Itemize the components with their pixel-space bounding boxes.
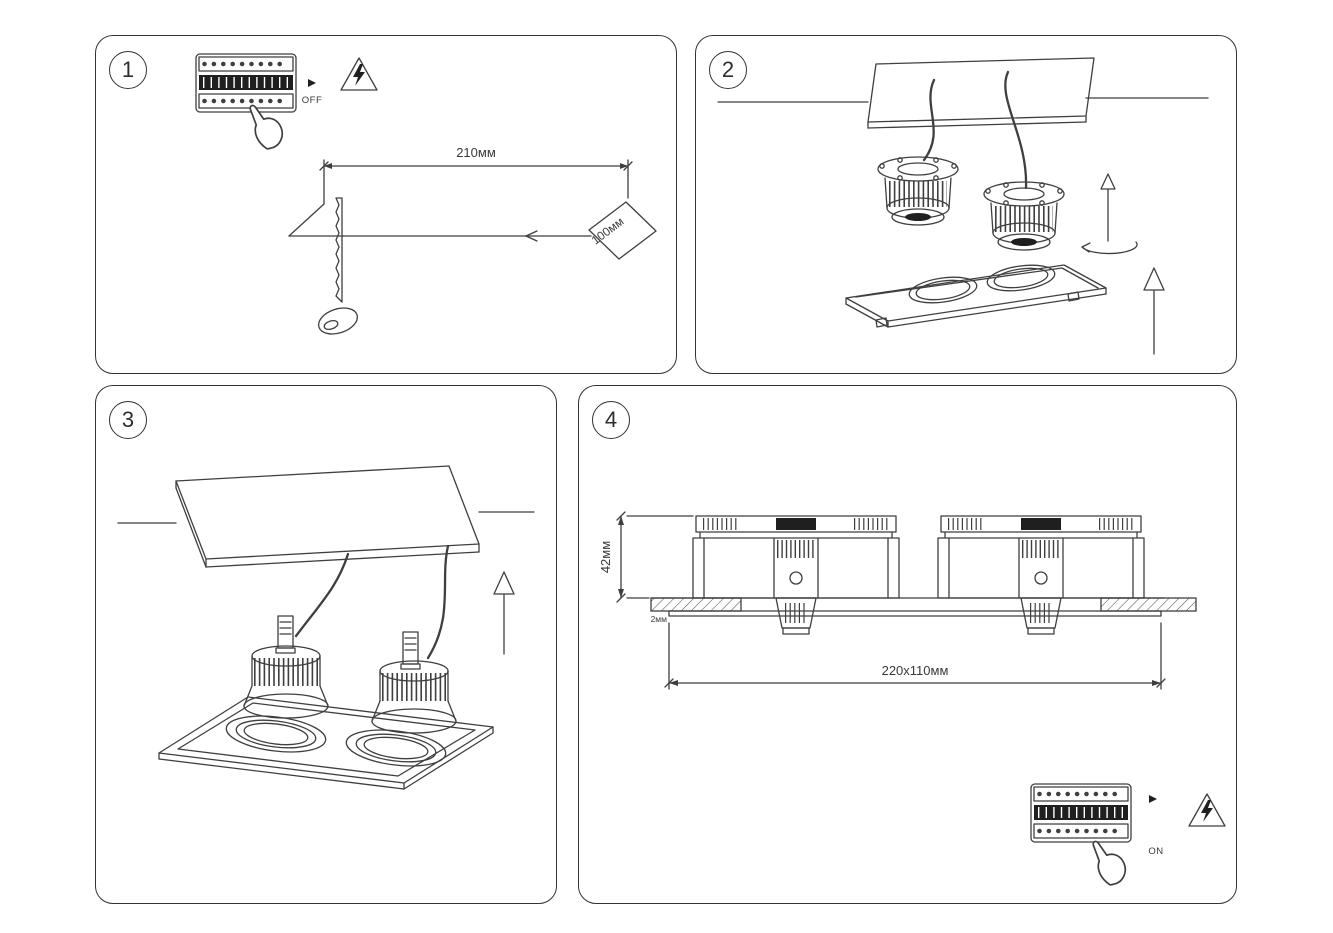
step-4-panel: 4 xyxy=(578,385,1237,904)
lamp-module-icon xyxy=(243,645,329,719)
step-number: 3 xyxy=(121,407,135,432)
ceiling-cross-section xyxy=(650,597,1197,617)
ceiling-cutout-diagram: 100мм xyxy=(288,201,657,260)
breaker-state-label: OFF xyxy=(302,95,323,106)
power-wires xyxy=(294,544,450,660)
step-3-panel: 3 xyxy=(95,385,557,904)
switch-direction-arrow-icon xyxy=(1149,795,1157,803)
lamp-module-icon xyxy=(983,181,1065,251)
step-1-panel: 1 OFF xyxy=(95,35,677,374)
rotate-arrow-icon xyxy=(1081,173,1138,255)
step-number-badge: 4 xyxy=(592,401,630,439)
step-1-illustration: OFF 210мм 100мм xyxy=(195,53,657,335)
cut-width-dimension: 210мм xyxy=(319,145,633,205)
cut-depth-label: 100мм xyxy=(589,214,627,247)
switch-direction-arrow-icon xyxy=(308,79,316,87)
breaker-state-label: ON xyxy=(1148,846,1163,857)
spring-clip-icon xyxy=(275,615,296,654)
cut-width-label: 210мм xyxy=(456,145,496,160)
step-number: 4 xyxy=(604,407,618,432)
pointing-hand-icon xyxy=(249,104,284,150)
step-4-illustration: 42мм 2мм 220x110мм ON xyxy=(598,386,1226,886)
step-2-panel: 2 xyxy=(695,35,1237,374)
step-number-badge: 2 xyxy=(709,51,747,89)
double-frame-tray-icon xyxy=(158,696,494,790)
up-arrow-icon xyxy=(1143,267,1165,355)
circuit-breaker-icon xyxy=(195,53,297,113)
power-wires xyxy=(922,70,1028,190)
ceiling-panel xyxy=(117,465,535,568)
step-number: 1 xyxy=(121,57,135,82)
recess-height-dimension: 42мм xyxy=(598,511,694,603)
step-3-illustration xyxy=(117,465,535,790)
flange-thickness-label: 2мм xyxy=(651,614,668,624)
mounting-frame-icon xyxy=(845,264,1107,328)
step-number-badge: 1 xyxy=(109,51,147,89)
step-number-badge: 3 xyxy=(109,401,147,439)
pointing-hand-icon xyxy=(1092,840,1127,886)
spring-clip-icon xyxy=(400,631,421,670)
step-2-illustration xyxy=(717,57,1209,355)
step-number: 2 xyxy=(721,57,735,82)
high-voltage-warning-icon xyxy=(340,57,378,91)
lamp-module-icon xyxy=(877,156,959,226)
recess-height-label: 42мм xyxy=(598,541,613,573)
keyhole-saw-icon xyxy=(317,197,359,335)
cutout-size-label: 220x110мм xyxy=(882,663,949,678)
high-voltage-warning-icon xyxy=(1188,793,1226,827)
up-arrow-icon xyxy=(493,571,515,655)
circuit-breaker-icon xyxy=(1030,783,1132,843)
cutout-size-dimension: 220x110мм xyxy=(664,622,1166,690)
trim-flange xyxy=(668,610,1162,617)
ceiling-panel xyxy=(717,57,1209,129)
